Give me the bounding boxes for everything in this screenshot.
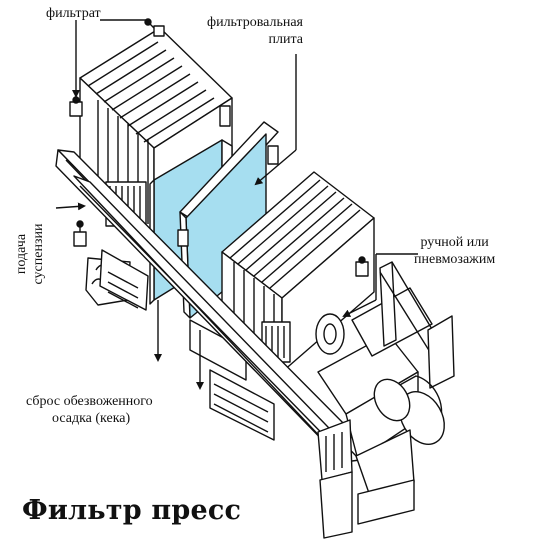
label-filter-plate-line1: фильтровальная (207, 15, 303, 30)
label-clamp-line2: пневмозажим (414, 252, 496, 267)
pointer-lines (55, 19, 418, 390)
label-suspension-feed: подача суспензии (13, 199, 47, 309)
label-filter-plate: фильтровальная плита (207, 14, 303, 48)
page-title: Фильтр пресс (22, 495, 242, 526)
label-clamp-line1: ручной или (420, 235, 489, 250)
label-clamp: ручной или пневмозажим (414, 234, 495, 268)
label-cake-discharge: сброс обезвоженного осадка (кека) (26, 393, 153, 427)
lower-frame (99, 249, 275, 441)
label-filter-plate-line2: плита (268, 32, 303, 47)
label-suspension-feed-line1: подача (14, 233, 29, 275)
label-suspension-feed-line2: суспензии (31, 223, 46, 285)
right-plate-pack (221, 171, 375, 373)
label-cake-discharge-line2: осадка (кека) (52, 411, 131, 426)
label-cake-discharge-line1: сброс обезвоженного (26, 394, 153, 409)
clamp-mechanism (315, 261, 455, 539)
label-filtrate: фильтрат (46, 6, 101, 21)
side-rail (55, 149, 361, 463)
